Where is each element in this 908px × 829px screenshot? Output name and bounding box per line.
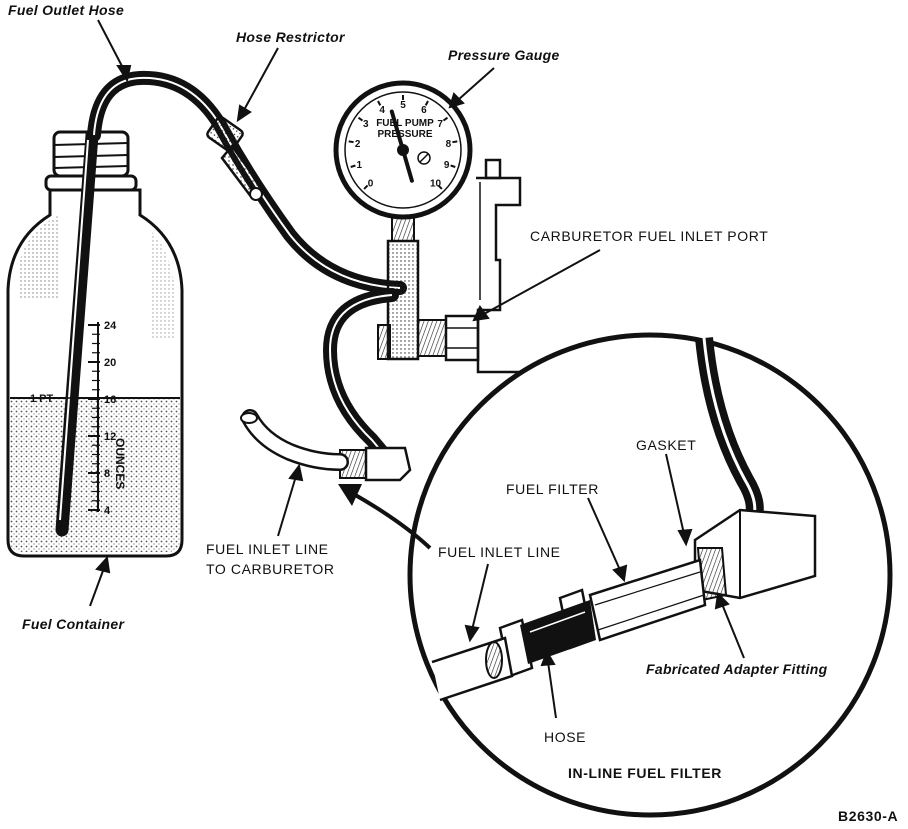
dial-number: 3	[363, 119, 369, 130]
carburetor-body	[476, 158, 522, 374]
dial-number: 7	[437, 119, 443, 130]
dial-number: 4	[379, 105, 385, 116]
dial-tick	[424, 100, 429, 106]
gauge-feed-hose	[322, 288, 399, 459]
dial-number: 6	[421, 105, 427, 116]
fuel-inlet-line-to-carburetor-tube	[240, 409, 349, 471]
dial-number: 1	[357, 160, 363, 171]
dial-tick	[442, 116, 449, 122]
dial-tick	[450, 164, 456, 168]
fabricated-adapter-fitting-label: Fabricated Adapter Fitting	[646, 661, 828, 677]
scale-label: 20	[104, 357, 116, 369]
dial-tick	[377, 100, 382, 106]
dial-tick	[357, 116, 364, 122]
dial-tick	[363, 184, 369, 190]
dial-tick	[452, 140, 458, 144]
scale-label: 16	[104, 394, 116, 406]
scale-label: 8	[104, 468, 110, 480]
fuel-filter-label: FUEL FILTER	[506, 481, 599, 497]
hose-label: HOSE	[544, 729, 587, 745]
scale-label: 24	[104, 320, 117, 332]
dial-number: 2	[355, 139, 361, 150]
fuel-container	[6, 128, 184, 558]
pint-mark: 1 PT	[30, 393, 54, 405]
elbow-fitting	[339, 446, 412, 482]
hose-restrictor	[206, 115, 264, 201]
gauge-label-line1: FUEL PUMP	[376, 118, 434, 129]
inset-callout-arrow	[338, 484, 432, 550]
fuel-inlet-line-label: FUEL INLET LINE	[438, 544, 561, 560]
tee-fitting	[377, 314, 480, 362]
fuel-inlet-line-to-carburetor-label-1: FUEL INLET LINE	[206, 541, 329, 557]
dial-number: 8	[446, 139, 452, 150]
fuel-container-label: Fuel Container	[22, 616, 125, 632]
fuel-outlet-hose-label: Fuel Outlet Hose	[8, 2, 125, 18]
inline-fuel-filter-inset	[407, 332, 893, 818]
carburetor-fuel-inlet-port-label: CARBURETOR FUEL INLET PORT	[530, 228, 769, 244]
dial-number: 5	[400, 100, 406, 111]
dial-number: 10	[430, 179, 442, 190]
dial-tick	[350, 164, 356, 168]
dial-tick	[437, 184, 443, 190]
scale-label: 12	[104, 431, 116, 443]
gauge-label-line2: PRESSURE	[377, 129, 432, 140]
scale-label: 4	[104, 505, 111, 517]
pressure-gauge: 01 234 5 678 910 FUEL PUMP PRESSURE	[333, 80, 473, 361]
figure-code: B2630-A	[838, 808, 899, 824]
fuel-inlet-line-to-carburetor-label-2: TO CARBURETOR	[206, 561, 335, 577]
dial-number: 9	[444, 160, 450, 171]
dial-tick	[348, 140, 354, 144]
gasket-label: GASKET	[636, 437, 697, 453]
inline-fuel-filter-title: IN-LINE FUEL FILTER	[568, 765, 722, 781]
ounce-scale: 24 20 16 12 8 4 1 PT OUNCES	[30, 320, 127, 517]
dial-number: 0	[368, 179, 374, 190]
ounces-label: OUNCES	[113, 438, 127, 489]
pressure-gauge-label: Pressure Gauge	[448, 47, 560, 63]
leader-lines	[89, 19, 745, 719]
hose-restrictor-label: Hose Restrictor	[236, 29, 345, 45]
